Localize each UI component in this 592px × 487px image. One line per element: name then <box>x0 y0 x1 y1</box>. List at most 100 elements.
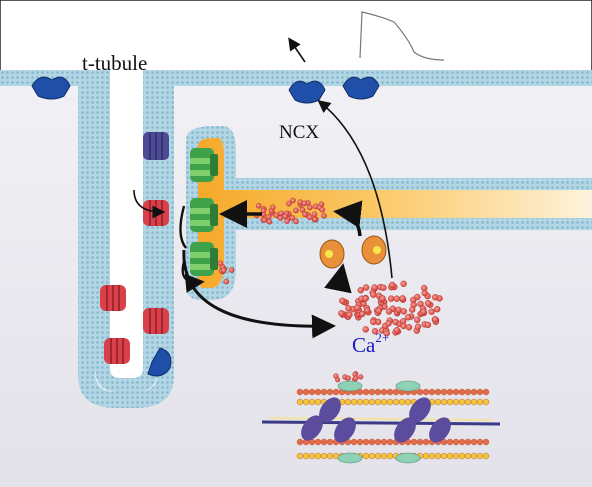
calcium-ion-dot <box>428 308 435 315</box>
actin-bead <box>320 438 328 446</box>
actin-bead <box>440 452 448 460</box>
actin-bead <box>368 452 376 460</box>
calcium-ion-dot <box>362 326 369 333</box>
actin-bead <box>464 438 472 446</box>
calcium-ion-dot <box>385 308 393 315</box>
actin-bead <box>302 388 310 396</box>
actin-bead <box>368 438 376 446</box>
calcium-ion-dot <box>270 204 276 211</box>
actin-bead <box>470 452 478 460</box>
calcium-ion-dot <box>409 306 416 313</box>
actin-bead <box>416 388 424 396</box>
calcium-ion-dot <box>424 321 432 329</box>
actin-bead <box>482 398 490 406</box>
calcium-ion-dot <box>389 281 396 289</box>
t-tubule-bottom <box>95 368 158 392</box>
calcium-ion-dot <box>339 297 346 304</box>
actin-bead <box>296 398 304 406</box>
efflux-arrow <box>288 37 306 63</box>
calcium-ion-dot <box>346 311 353 318</box>
calcium-ion-dot <box>400 322 407 330</box>
actin-bead <box>428 452 436 460</box>
calcium-ion-dot <box>307 204 313 211</box>
actin-bead <box>374 388 382 396</box>
actin-bead <box>446 438 454 446</box>
actin-bead <box>356 398 364 406</box>
actin-bead <box>434 388 442 396</box>
ltcc-to-ryr-arrow <box>133 189 166 219</box>
actin-bead <box>392 398 400 406</box>
ryr-loop-arrow-2 <box>181 261 205 293</box>
calcium-ion-dot <box>293 218 299 225</box>
calcium-ion-dot <box>354 304 361 311</box>
actin-bead <box>446 398 454 406</box>
actin-bead <box>362 388 370 396</box>
cloud-to-serca-arrow <box>324 263 352 294</box>
actin-bead <box>440 388 448 396</box>
t-tubule-wall-left <box>95 70 110 370</box>
actin-bead <box>458 438 466 446</box>
actin-bead <box>422 388 430 396</box>
actin-bead <box>386 388 394 396</box>
calcium-ion-dot <box>375 307 382 314</box>
calcium-ion-dot <box>393 327 400 334</box>
myosin-head <box>429 417 451 443</box>
actin-bead <box>392 388 400 396</box>
actin-bead <box>452 452 460 460</box>
actin-bead <box>314 438 322 446</box>
calcium-ion-dot <box>286 200 292 207</box>
potassium-channel-icon <box>143 132 169 160</box>
ryr-loop-arrow <box>179 205 187 249</box>
actin-bead <box>482 388 490 396</box>
calcium-ion-dot <box>311 216 318 223</box>
calcium-ion-dot <box>364 307 371 314</box>
actin-bead <box>308 388 316 396</box>
calcium-ion-symbol: Ca <box>352 333 376 357</box>
actin-bead <box>464 388 472 396</box>
calcium-ion-dot <box>405 314 412 321</box>
myosin-rod <box>261 420 501 426</box>
actin-bead <box>446 452 454 460</box>
calcium-ion-dot <box>359 310 366 318</box>
ncx-exchanger-icon <box>31 76 380 377</box>
ncx-label: NCX <box>279 122 320 143</box>
actin-bead <box>362 452 370 460</box>
sarcomere-myofilament-icon <box>261 380 501 464</box>
t-tubule-label: t-tubule <box>82 51 148 75</box>
calcium-ion-dot <box>302 211 308 218</box>
actin-bead <box>374 452 382 460</box>
actin-bead <box>440 398 448 406</box>
actin-bead <box>470 388 478 396</box>
actin-bead <box>320 388 328 396</box>
sr-lumen <box>198 138 592 288</box>
myosin-head <box>409 397 431 423</box>
trigger-to-cloud-arrow <box>182 249 336 339</box>
flux-arrows <box>133 37 393 339</box>
actin-bead <box>296 452 304 460</box>
t-tubule-lumen <box>110 70 143 378</box>
calcium-ion-dot <box>306 214 313 221</box>
actin-bead <box>404 398 412 406</box>
actin-bead <box>302 452 310 460</box>
actin-bead <box>302 398 310 406</box>
actin-bead <box>476 452 484 460</box>
calcium-ion-dot <box>400 308 407 315</box>
actin-bead <box>332 388 340 396</box>
actin-bead <box>374 438 382 446</box>
calcium-ion-dot <box>278 210 284 217</box>
actin-bead <box>464 452 472 460</box>
actin-bead <box>356 438 364 446</box>
actin-bead <box>446 388 454 396</box>
troponin-complex <box>337 452 363 464</box>
calcium-ion-dot <box>284 218 290 224</box>
actin-bead <box>476 438 484 446</box>
extracellular-space <box>1 1 591 71</box>
actin-bead <box>470 398 478 406</box>
calcium-ion-dot <box>289 215 296 221</box>
actin-bead <box>452 388 460 396</box>
calcium-ion-dot <box>388 295 395 302</box>
actin-bead <box>368 388 376 396</box>
actin-bead <box>482 452 490 460</box>
actin-bead <box>458 452 466 460</box>
